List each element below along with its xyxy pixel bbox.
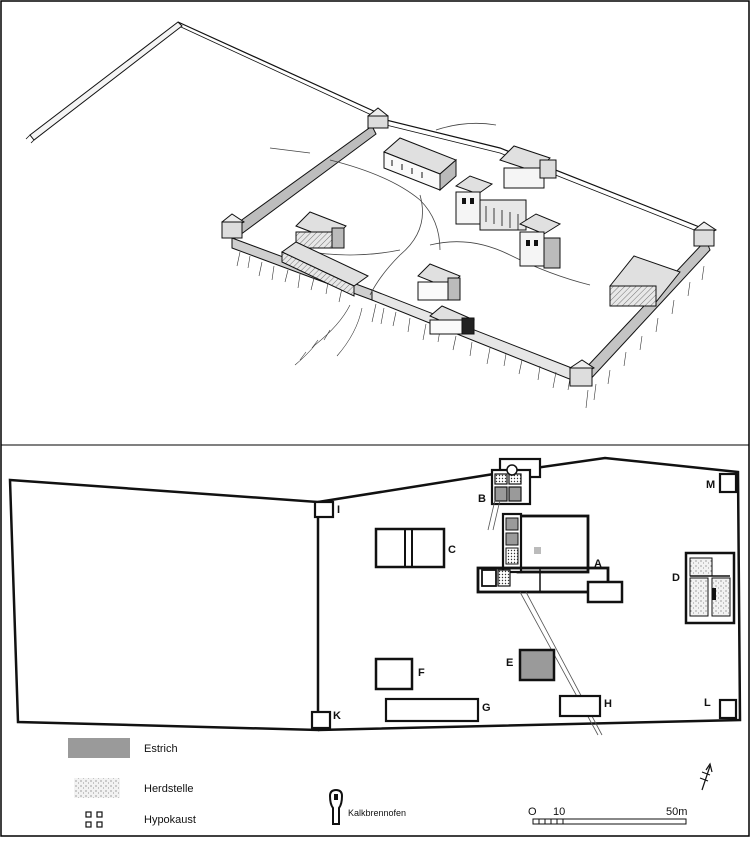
building-e [518,648,556,682]
building-c [374,527,446,569]
label-l: L [704,697,711,709]
tower-k [310,710,332,730]
villa-enclosure [317,456,742,732]
hypokaust-swatch [85,811,103,828]
label-f: F [418,667,425,679]
building-west [295,211,347,249]
label-d: D [672,572,680,584]
tower-west [221,213,245,239]
building-h [558,694,602,718]
estrich-label: Estrich [144,743,178,755]
tower-m [718,472,738,494]
scale-fifty: 50m [666,806,687,818]
courtyard-paths [269,122,591,296]
estrich-swatch [68,738,130,758]
scale-zero: O [528,806,537,818]
north-arrow-icon [699,762,713,791]
herdstelle-swatch [74,778,120,798]
legend-kalkbrennofen: Kalkbrennofen [328,788,406,825]
building-top-right [499,145,557,189]
kalkbrennofen-label: Kalkbrennofen [348,808,406,818]
terrain-hatching [236,251,705,409]
legend-herdstelle: Herdstelle [74,778,194,798]
tower-i [313,500,335,519]
tower-north [367,107,389,129]
herdstelle-label: Herdstelle [144,783,194,795]
building-north [383,137,457,192]
outer-enclosure [8,478,320,732]
label-c: C [448,544,456,556]
legend-estrich: Estrich [68,738,178,758]
building-a [476,512,624,604]
label-m: M [706,479,715,491]
building-south [429,305,475,335]
legend-hypokaust: Hypokaust [85,811,196,828]
scale-bar: O 10 50m [528,806,687,825]
building-east [609,255,681,307]
building-b [490,457,542,506]
label-g: G [482,702,491,714]
ground-plan: A B C D E F G H I K L M [8,456,742,736]
building-long-southwest [281,241,369,297]
building-d [684,551,736,625]
building-center-south [417,263,461,301]
building-f [374,657,414,691]
kiln-icon [328,788,344,825]
scale-ten: 10 [553,806,565,818]
legend: Estrich Herdstelle Hypokaust Kalkbrennof… [68,738,406,828]
back-wall [377,117,713,238]
label-b: B [478,493,486,505]
label-i: I [337,504,340,516]
hypokaust-label: Hypokaust [144,814,196,826]
label-e: E [506,657,513,669]
label-k: K [333,710,341,722]
perspective-view [25,21,717,409]
outer-wall-left [25,21,379,144]
tower-east [693,221,717,247]
tower-l [718,698,738,720]
label-a: A [594,558,602,570]
tower-south [569,359,595,387]
main-house [454,175,562,269]
building-g [384,697,480,723]
label-h: H [604,698,612,710]
